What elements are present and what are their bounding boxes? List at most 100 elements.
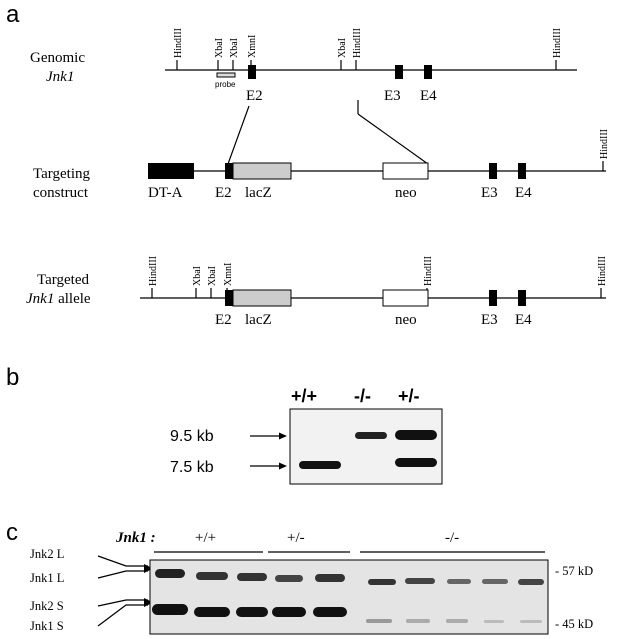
group-label: +/+ (195, 530, 216, 546)
allele-label-line2: Jnk1 allele (26, 291, 91, 307)
box-label: E2 (215, 185, 232, 201)
band-jnk1-s (272, 607, 306, 617)
box-label: neo (395, 185, 417, 201)
lane-label: +/+ (291, 386, 317, 406)
label-arrow (97, 570, 148, 579)
box-label: neo (395, 312, 417, 328)
size-label: 7.5 kb (170, 459, 214, 476)
arrow-head (144, 564, 153, 573)
panel-b-letter: b (6, 364, 19, 391)
site-label: XbaI (207, 266, 218, 286)
box-label: E4 (515, 312, 532, 328)
band-jnk1-s (194, 607, 230, 617)
band-jnk2-l (405, 578, 435, 584)
band-jnk2-l (368, 579, 396, 585)
probe-box (216, 72, 236, 78)
band-jnk1-l (196, 572, 228, 580)
band-7.5kb-het (395, 458, 437, 467)
box-label: E2 (215, 312, 232, 328)
targeting-construct-row: Targeting construct HindIII DT-A E2 lacZ… (33, 129, 610, 201)
size-label: 9.5 kb (170, 428, 214, 445)
band-jnk2-s (406, 619, 430, 623)
exon-label: E2 (246, 88, 263, 104)
construct-label-line2: construct (33, 185, 89, 201)
box-label: lacZ (245, 185, 272, 201)
genomic-label: Genomic (30, 50, 85, 66)
site-label: XmnI (247, 35, 258, 58)
band-label: Jnk2 S (30, 599, 64, 613)
band-jnk2-l (518, 579, 544, 585)
neo-box (382, 162, 429, 180)
site-label: XbaI (337, 38, 348, 58)
band-jnk2-s (446, 619, 468, 623)
box-label: E3 (481, 312, 498, 328)
band-7.5kb-wt (299, 461, 341, 469)
band-label: Jnk1 S (30, 619, 64, 633)
exon-e3 (489, 290, 497, 306)
homology-line-right-b (357, 113, 429, 165)
box-label: DT-A (148, 185, 183, 201)
band-jnk2-l (447, 579, 471, 584)
group-label: +/- (287, 530, 305, 546)
exon-e3 (395, 65, 403, 79)
arrow-head (279, 462, 287, 470)
site-label: HindIII (423, 256, 434, 286)
site-label: XmnI (223, 263, 234, 286)
genotype-label: Jnk1 : (115, 530, 156, 546)
dta-box (148, 163, 194, 179)
site-label: HindIII (148, 256, 159, 286)
probe-label: probe (215, 80, 236, 89)
marker-label: - 45 kD (555, 617, 593, 631)
lane-label: +/- (398, 386, 420, 406)
exon-e3 (489, 163, 497, 179)
panel-a-letter: a (6, 1, 20, 28)
exon-e2 (225, 290, 233, 306)
site-label: HindIII (597, 256, 608, 286)
panel-c-letter: c (6, 519, 18, 546)
band-jnk1-l (237, 573, 267, 581)
southern-blot (289, 408, 443, 485)
site-label: XbaI (229, 38, 240, 58)
label-arrow (97, 604, 148, 627)
homology-line-left (227, 105, 250, 165)
neo-box (382, 289, 429, 307)
band-jnk2-s (520, 620, 542, 623)
genomic-gene-label: Jnk1 (46, 69, 74, 85)
exon-label: E4 (420, 88, 437, 104)
box-label: E3 (481, 185, 498, 201)
band-jnk2-s (484, 620, 504, 623)
allele-label-line1: Targeted (37, 272, 89, 288)
band-jnk1-s (152, 604, 188, 615)
lacz-box (232, 162, 292, 180)
band-9.5kb-ko (355, 432, 387, 439)
band-jnk1-s (236, 607, 268, 617)
label-arrow (97, 555, 148, 567)
box-label: lacZ (245, 312, 272, 328)
marker-label: - 57 kD (555, 564, 593, 578)
site-label: HindIII (352, 28, 363, 58)
site-label: HindIII (599, 129, 610, 159)
site-label: XbaI (192, 266, 203, 286)
exon-e2 (248, 65, 256, 79)
band-label: Jnk1 L (30, 571, 64, 585)
lacz-box (232, 289, 292, 307)
label-arrow (97, 599, 148, 607)
targeted-allele-row: Targeted Jnk1 allele HindIII XbaI XbaI X… (26, 256, 608, 328)
arrow-head (279, 432, 287, 440)
exon-label: E3 (384, 88, 401, 104)
band-jnk2-l (482, 579, 508, 584)
band-jnk1-l (275, 575, 303, 582)
exon-e4 (518, 290, 526, 306)
exon-e4 (518, 163, 526, 179)
arrow-head (144, 598, 153, 607)
band-jnk1-s (313, 607, 347, 617)
site-label: XbaI (214, 38, 225, 58)
band-jnk1-l (155, 569, 185, 578)
band-jnk2-s (366, 619, 392, 623)
genomic-row: Genomic Jnk1 HindIII XbaI XbaI XmnI XbaI… (30, 28, 577, 104)
group-label: -/- (445, 530, 459, 546)
lane-label: -/- (354, 386, 371, 406)
construct-label-line1: Targeting (33, 166, 90, 182)
box-label: E4 (515, 185, 532, 201)
